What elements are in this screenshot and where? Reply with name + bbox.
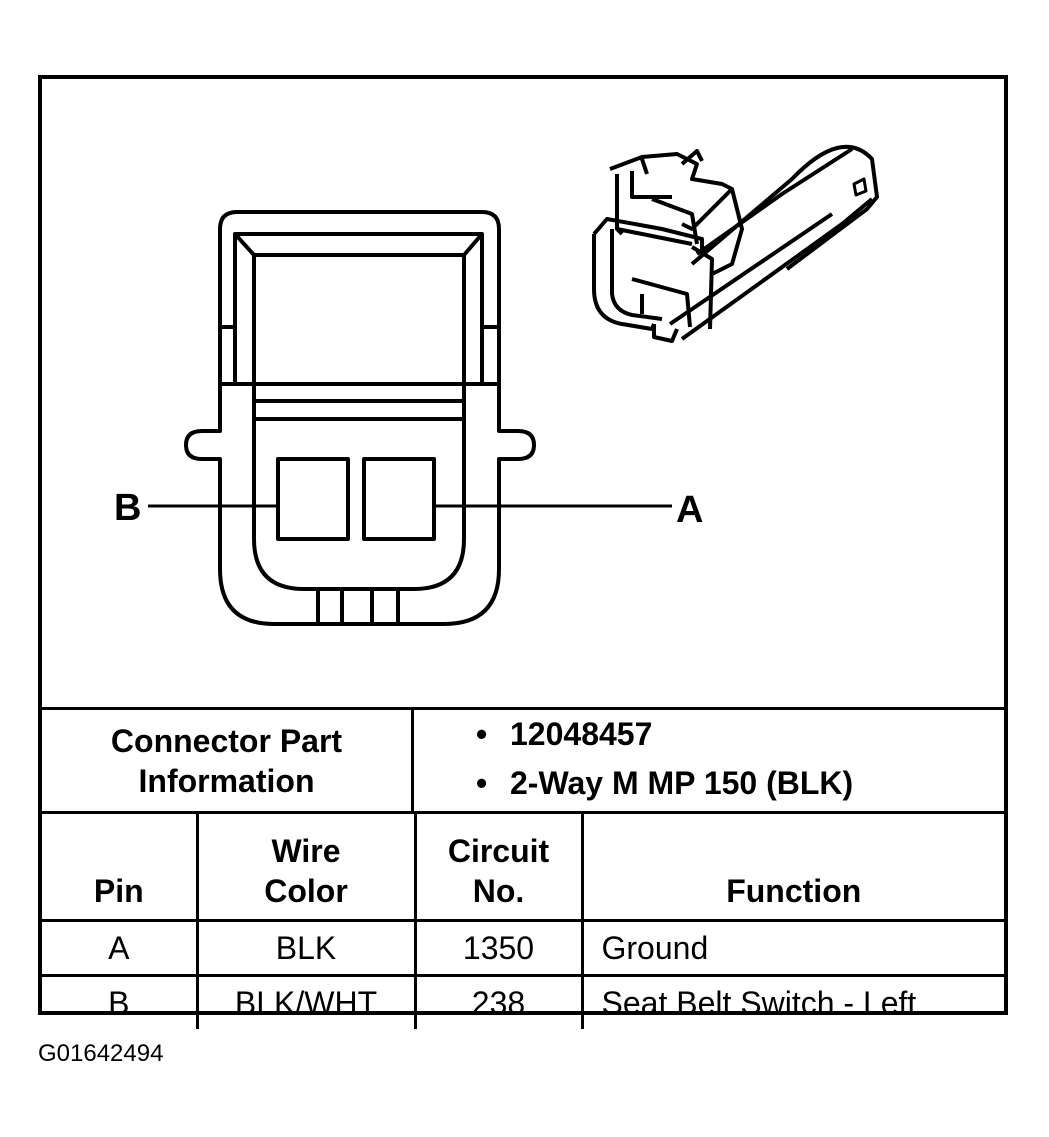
connector-part-info: Connector Part Information •12048457 •2-… xyxy=(42,707,1004,811)
pin-label-b: B xyxy=(114,487,141,529)
connector-diagram: B A xyxy=(114,144,879,626)
connector-face-view xyxy=(148,210,672,626)
cell-wire-color: BLK/WHT xyxy=(195,974,417,1029)
cell-circuit: 1350 xyxy=(413,919,584,977)
cell-circuit: 238 xyxy=(413,974,584,1029)
table-row: B BLK/WHT 238 Seat Belt Switch - Left xyxy=(42,974,1004,1029)
cell-function: Seat Belt Switch - Left xyxy=(580,974,1004,1029)
bullet-icon: • xyxy=(476,765,488,801)
part-item: •2-Way M MP 150 (BLK) xyxy=(476,765,854,801)
pin-label-a: A xyxy=(676,489,703,531)
label-line-1: Connector Part xyxy=(110,722,343,759)
header-function: Function xyxy=(580,811,1004,922)
label-line-2: Information xyxy=(138,762,315,799)
figure-code: G01642494 xyxy=(38,1040,164,1067)
cell-wire-color: BLK xyxy=(195,919,417,977)
connector-3d-view xyxy=(592,144,879,343)
cell-pin: B xyxy=(42,974,199,1029)
header-pin: Pin xyxy=(42,811,199,922)
connector-part-info-label: Connector Part Information xyxy=(42,710,414,811)
cell-function: Ground xyxy=(580,919,1004,977)
bullet-icon: • xyxy=(476,716,488,752)
cell-pin: A xyxy=(42,919,199,977)
connector-part-list: •12048457 •2-Way M MP 150 (BLK) xyxy=(414,710,1004,811)
table-row: A BLK 1350 Ground xyxy=(42,919,1004,977)
part-item: •12048457 xyxy=(476,716,653,752)
diagram-frame: B A xyxy=(38,75,1008,1029)
